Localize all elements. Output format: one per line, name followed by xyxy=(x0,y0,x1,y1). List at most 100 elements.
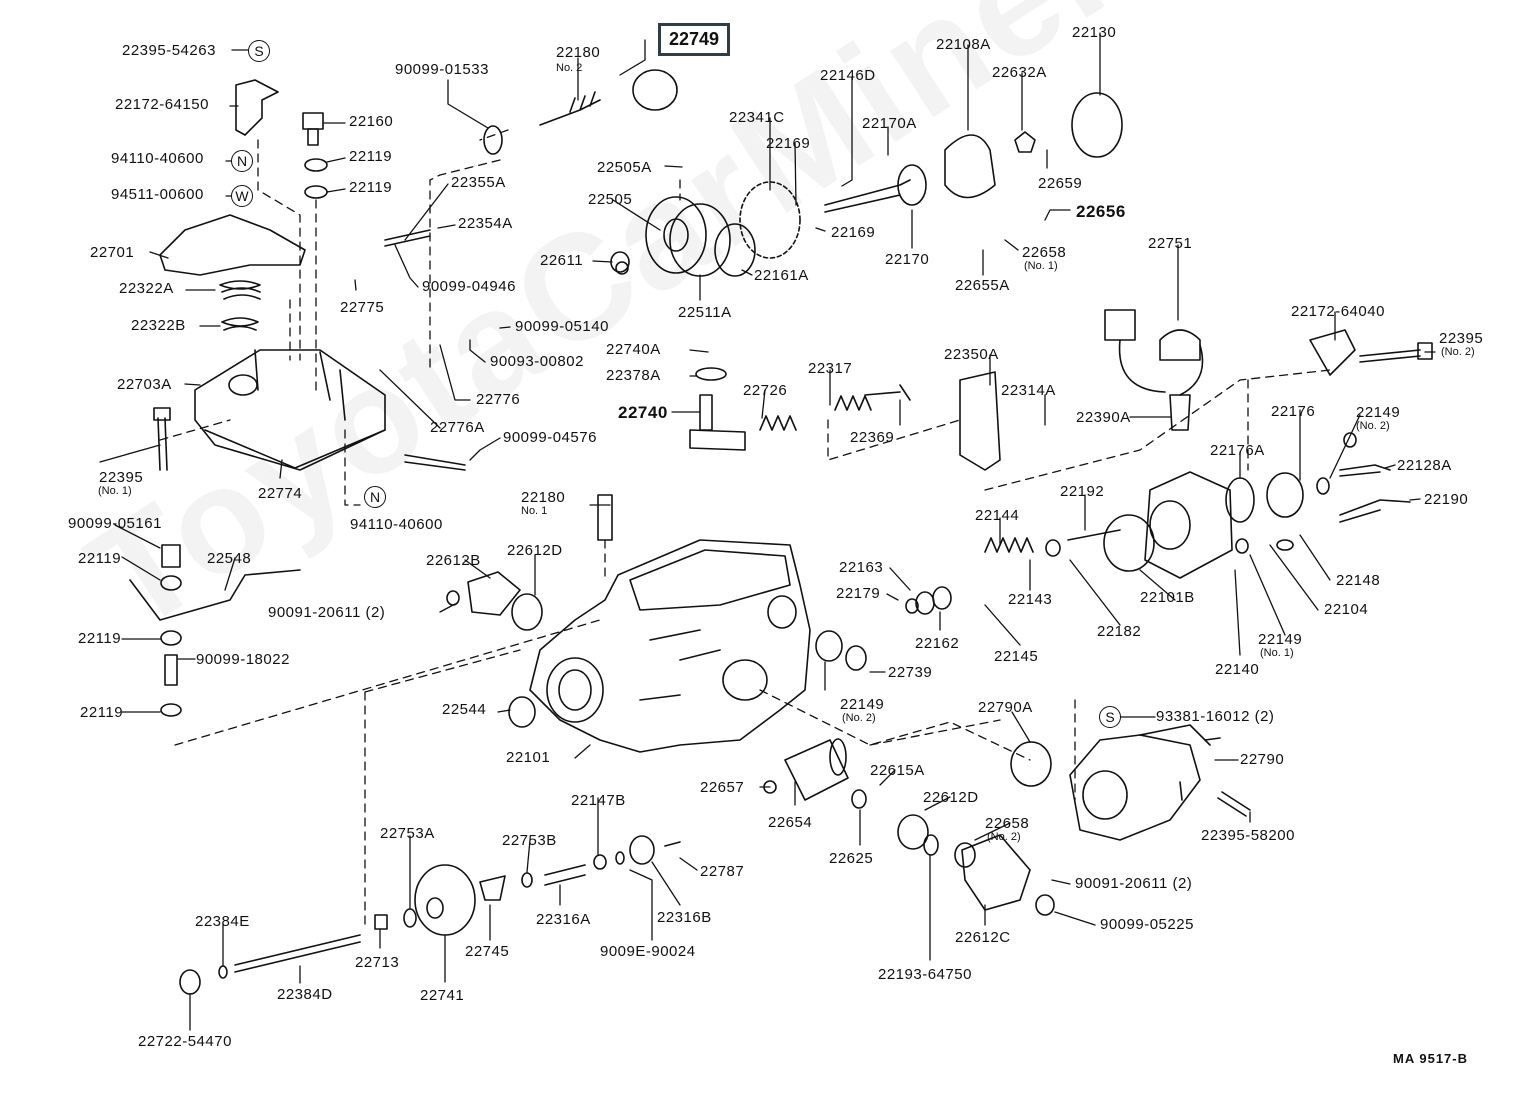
part-label-22655a[interactable]: 22655A xyxy=(955,277,1010,294)
part-label-22790a[interactable]: 22790A xyxy=(978,699,1033,716)
part-label-90099-18022[interactable]: 90099-18022 xyxy=(196,651,290,668)
part-label-22612b[interactable]: 22612B xyxy=(426,552,481,569)
part-label-22701[interactable]: 22701 xyxy=(90,244,135,261)
part-label-22753a[interactable]: 22753A xyxy=(380,825,435,842)
part-label-22390a[interactable]: 22390A xyxy=(1076,409,1131,426)
part-label-22169[interactable]: 22169 xyxy=(831,224,876,241)
part-label-22745[interactable]: 22745 xyxy=(465,943,510,960)
part-label-90099-01533[interactable]: 90099-01533 xyxy=(395,61,489,78)
part-label-22140[interactable]: 22140 xyxy=(1215,661,1260,678)
part-label-22143[interactable]: 22143 xyxy=(1008,591,1053,608)
highlighted-part-callout[interactable]: 22749 xyxy=(658,23,731,56)
part-label-22119[interactable]: 22119 xyxy=(78,550,122,567)
part-label-22193-64750[interactable]: 22193-64750 xyxy=(878,966,972,983)
part-label-22378a[interactable]: 22378A xyxy=(606,367,661,384)
part-label-22190[interactable]: 22190 xyxy=(1424,491,1469,508)
part-label-22192[interactable]: 22192 xyxy=(1060,483,1105,500)
part-label-22148[interactable]: 22148 xyxy=(1336,572,1381,589)
part-label-22787[interactable]: 22787 xyxy=(700,863,745,880)
part-label-22170a[interactable]: 22170A xyxy=(862,115,917,132)
part-label-22776[interactable]: 22776 xyxy=(476,391,521,408)
part-label-22713[interactable]: 22713 xyxy=(355,954,400,971)
part-label-94110-40600[interactable]: 94110-40600 xyxy=(350,516,443,533)
part-label-22703a[interactable]: 22703A xyxy=(117,376,172,393)
part-label-22163[interactable]: 22163 xyxy=(839,559,884,576)
part-label-94110-40600[interactable]: 94110-40600 xyxy=(111,150,204,167)
part-label-22149[interactable]: 22149 xyxy=(1356,404,1401,421)
part-label-22101b[interactable]: 22101B xyxy=(1140,589,1195,606)
part-label-22149[interactable]: 22149 xyxy=(840,696,885,713)
part-label-22314a[interactable]: 22314A xyxy=(1001,382,1056,399)
part-label-22147b[interactable]: 22147B xyxy=(571,792,626,809)
part-label-22722-54470[interactable]: 22722-54470 xyxy=(138,1033,232,1050)
part-label-22119[interactable]: 22119 xyxy=(78,630,122,647)
part-label-22751[interactable]: 22751 xyxy=(1148,235,1193,252)
part-label-22790[interactable]: 22790 xyxy=(1240,751,1285,768)
part-label-22145[interactable]: 22145 xyxy=(994,648,1039,665)
part-label-22548[interactable]: 22548 xyxy=(207,550,252,567)
part-label-22753b[interactable]: 22753B xyxy=(502,832,557,849)
part-label-22179[interactable]: 22179 xyxy=(836,585,881,602)
part-label-22160[interactable]: 22160 xyxy=(349,113,394,130)
part-label-22612d[interactable]: 22612D xyxy=(507,542,563,559)
part-label-22180[interactable]: 22180 xyxy=(556,44,601,61)
part-label-22108a[interactable]: 22108A xyxy=(936,36,991,53)
part-label-22341c[interactable]: 22341C xyxy=(729,109,785,126)
part-label-22169[interactable]: 22169 xyxy=(766,135,811,152)
part-label-94511-00600[interactable]: 94511-00600 xyxy=(111,186,204,203)
part-label-90099-05225[interactable]: 90099-05225 xyxy=(1100,916,1194,933)
part-label-22101[interactable]: 22101 xyxy=(506,749,551,766)
part-label-22612d[interactable]: 22612D xyxy=(923,789,979,806)
part-label-93381-16012-2-[interactable]: 93381-16012 (2) xyxy=(1156,708,1275,725)
part-label-22395[interactable]: 22395 xyxy=(1439,330,1484,347)
part-label-22369[interactable]: 22369 xyxy=(850,429,895,446)
part-label-22615a[interactable]: 22615A xyxy=(870,762,925,779)
part-label-22658[interactable]: 22658 xyxy=(985,815,1030,832)
part-label-22180[interactable]: 22180 xyxy=(521,489,566,506)
part-label-9009e-90024[interactable]: 9009E-90024 xyxy=(600,943,696,960)
part-label-22162[interactable]: 22162 xyxy=(915,635,960,652)
part-label-22395-58200[interactable]: 22395-58200 xyxy=(1201,827,1295,844)
part-label-22659[interactable]: 22659 xyxy=(1038,175,1083,192)
part-label-22144[interactable]: 22144 xyxy=(975,507,1020,524)
part-label-90091-20611-2-[interactable]: 90091-20611 (2) xyxy=(1075,875,1193,892)
part-label-22775[interactable]: 22775 xyxy=(340,299,385,316)
part-label-22611[interactable]: 22611 xyxy=(540,252,584,269)
part-label-22741[interactable]: 22741 xyxy=(420,987,465,1004)
part-label-22149[interactable]: 22149 xyxy=(1258,631,1303,648)
part-label-22170[interactable]: 22170 xyxy=(885,251,930,268)
part-label-22384d[interactable]: 22384D xyxy=(277,986,333,1003)
part-label-22317[interactable]: 22317 xyxy=(808,360,853,377)
part-label-22355a[interactable]: 22355A xyxy=(451,174,506,191)
part-label-22322a[interactable]: 22322A xyxy=(119,280,174,297)
part-label-22176a[interactable]: 22176A xyxy=(1210,442,1265,459)
part-label-22182[interactable]: 22182 xyxy=(1097,623,1142,640)
part-label-90091-20611-2-[interactable]: 90091-20611 (2) xyxy=(268,604,386,621)
part-label-22657[interactable]: 22657 xyxy=(700,779,745,796)
part-label-90099-04946[interactable]: 90099-04946 xyxy=(422,278,516,295)
part-label-90093-00802[interactable]: 90093-00802 xyxy=(490,353,584,370)
part-label-22384e[interactable]: 22384E xyxy=(195,913,250,930)
part-label-90099-05161[interactable]: 90099-05161 xyxy=(68,515,162,532)
part-label-22161a[interactable]: 22161A xyxy=(754,267,809,284)
part-label-90099-04576[interactable]: 90099-04576 xyxy=(503,429,597,446)
part-label-22316b[interactable]: 22316B xyxy=(657,909,712,926)
part-label-22740a[interactable]: 22740A xyxy=(606,341,661,358)
part-label-90099-05140[interactable]: 90099-05140 xyxy=(515,318,609,335)
part-label-22632a[interactable]: 22632A xyxy=(992,64,1047,81)
part-label-22658[interactable]: 22658 xyxy=(1022,244,1067,261)
part-label-22172-64150[interactable]: 22172-64150 xyxy=(115,96,209,113)
part-label-22774[interactable]: 22774 xyxy=(258,485,303,502)
part-label-22544[interactable]: 22544 xyxy=(442,701,487,718)
part-label-22128a[interactable]: 22128A xyxy=(1397,457,1452,474)
part-label-22104[interactable]: 22104 xyxy=(1324,601,1369,618)
part-label-22322b[interactable]: 22322B xyxy=(131,317,186,334)
part-label-22395-54263[interactable]: 22395-54263 xyxy=(122,42,216,59)
part-label-22350a[interactable]: 22350A xyxy=(944,346,999,363)
part-label-22119[interactable]: 22119 xyxy=(80,704,124,721)
part-label-22505[interactable]: 22505 xyxy=(588,191,633,208)
part-label-22656[interactable]: 22656 xyxy=(1076,202,1126,221)
part-label-22146d[interactable]: 22146D xyxy=(820,67,876,84)
part-label-22172-64040[interactable]: 22172-64040 xyxy=(1291,303,1385,320)
part-label-22395[interactable]: 22395 xyxy=(99,469,144,486)
